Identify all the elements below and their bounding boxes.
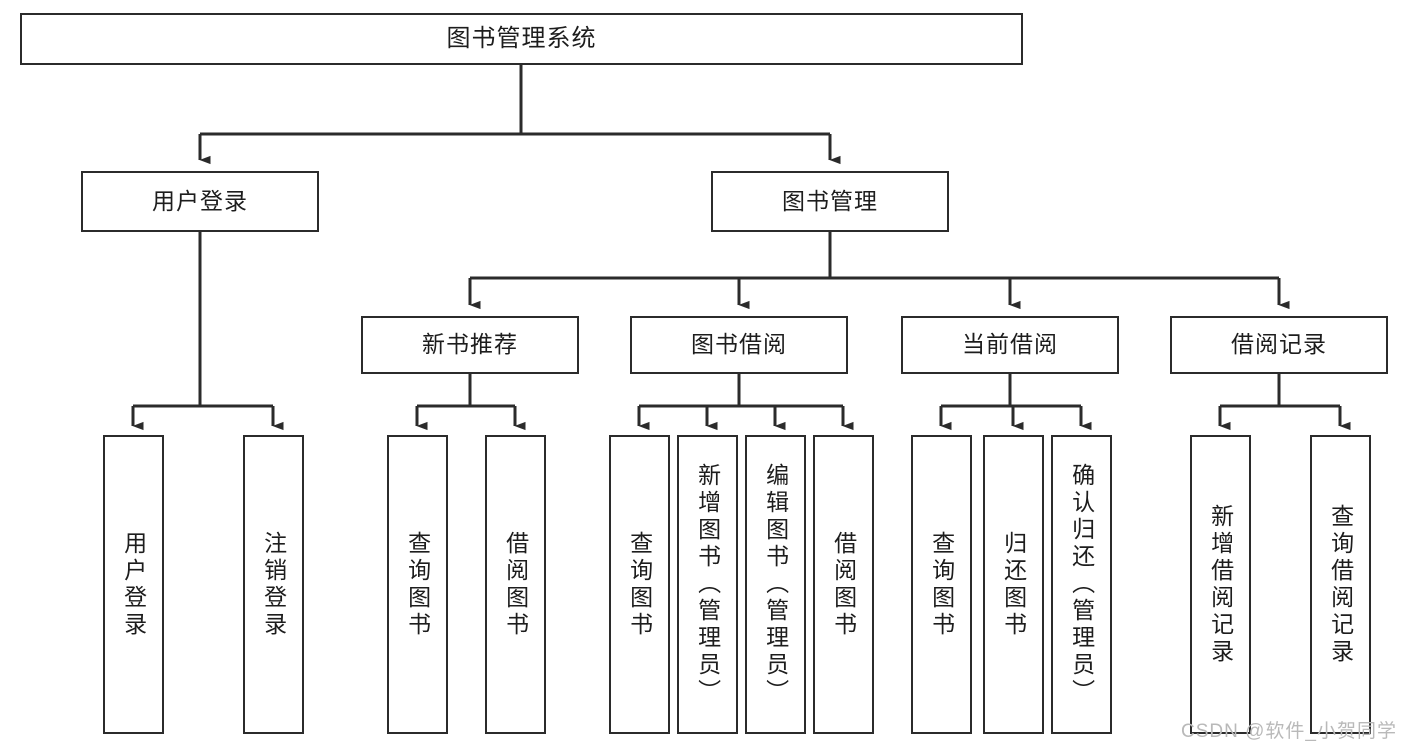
node-label: 查询图书 <box>404 530 431 639</box>
leaf-query-borrow-record[interactable]: 查询借阅记录 <box>1310 435 1371 734</box>
leaf-add-borrow-record[interactable]: 新增借阅记录 <box>1190 435 1251 734</box>
node-label: 借阅图书 <box>502 530 529 639</box>
node-user-login[interactable]: 用户登录 <box>81 171 319 232</box>
node-label: 图书管理系统 <box>446 24 597 52</box>
leaf-query-book-newbook[interactable]: 查询图书 <box>387 435 448 734</box>
node-label: 注销登录 <box>260 530 287 639</box>
leaf-confirm-return-admin[interactable]: 确认归还（管理员） <box>1051 435 1112 734</box>
node-label: 用户登录 <box>152 187 248 214</box>
leaf-return-book[interactable]: 归还图书 <box>983 435 1044 734</box>
node-book-management[interactable]: 图书管理 <box>711 171 949 232</box>
leaf-borrow-book-newbook[interactable]: 借阅图书 <box>485 435 546 734</box>
node-label: 新书推荐 <box>422 331 518 358</box>
leaf-borrow-book[interactable]: 借阅图书 <box>813 435 874 734</box>
leaf-logout[interactable]: 注销登录 <box>243 435 304 734</box>
node-label: 查询图书 <box>626 530 653 639</box>
leaf-edit-book-admin[interactable]: 编辑图书（管理员） <box>745 435 806 734</box>
node-label: 查询借阅记录 <box>1327 503 1354 666</box>
leaf-query-book-current[interactable]: 查询图书 <box>911 435 972 734</box>
node-borrow-record[interactable]: 借阅记录 <box>1170 316 1388 374</box>
node-label: 编辑图书（管理员） <box>762 463 789 706</box>
node-label: 确认归还（管理员） <box>1068 463 1095 706</box>
node-label: 借阅图书 <box>830 530 857 639</box>
node-label: 查询图书 <box>928 530 955 639</box>
node-label: 图书管理 <box>782 187 878 214</box>
node-label: 新增图书（管理员） <box>694 463 721 706</box>
node-label: 图书借阅 <box>691 331 787 358</box>
node-label: 借阅记录 <box>1231 331 1327 358</box>
node-root-system[interactable]: 图书管理系统 <box>20 13 1023 65</box>
node-book-borrow[interactable]: 图书借阅 <box>630 316 848 374</box>
csdn-watermark: CSDN @软件_小贺同学 <box>1181 721 1397 742</box>
node-label: 用户登录 <box>120 530 147 639</box>
node-current-borrow[interactable]: 当前借阅 <box>901 316 1119 374</box>
node-label: 当前借阅 <box>962 331 1058 358</box>
leaf-user-login[interactable]: 用户登录 <box>103 435 164 734</box>
leaf-add-book-admin[interactable]: 新增图书（管理员） <box>677 435 738 734</box>
leaf-query-book-borrow[interactable]: 查询图书 <box>609 435 670 734</box>
node-new-book-recommend[interactable]: 新书推荐 <box>361 316 579 374</box>
node-label: 归还图书 <box>1000 530 1027 639</box>
node-label: 新增借阅记录 <box>1207 503 1234 666</box>
